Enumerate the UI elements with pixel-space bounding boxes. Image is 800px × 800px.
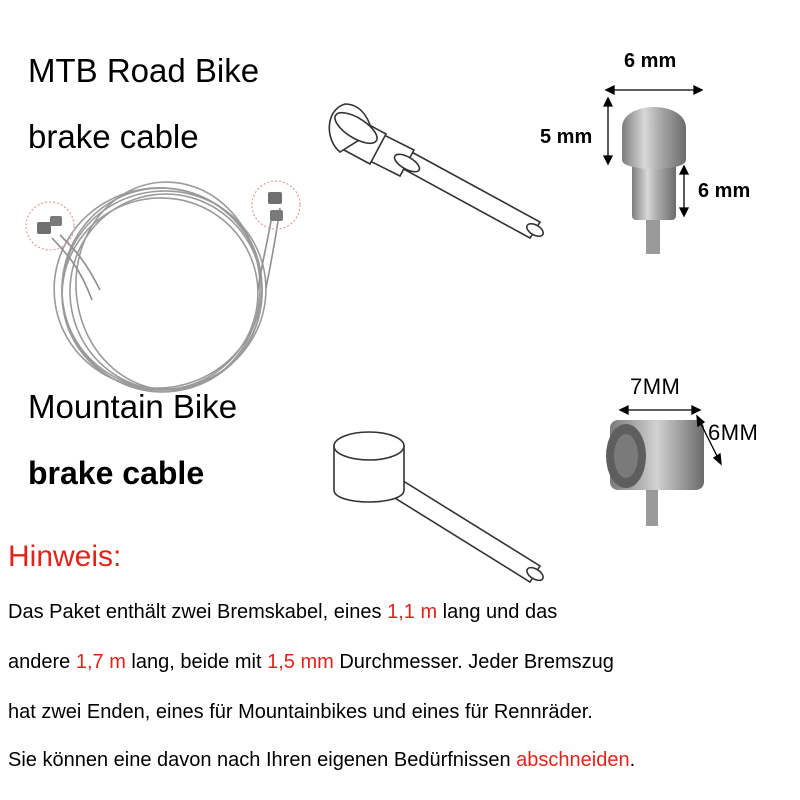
road-title-line1: MTB Road Bike <box>28 52 260 89</box>
road-title-line2: brake cable <box>28 118 199 155</box>
hint-diameter: 1,5 mm <box>267 651 334 673</box>
hint-line-2-text-b: lang, beide mit <box>125 651 268 673</box>
hint-line-1: Das Paket enthält zwei Bremskabel, eines… <box>8 602 557 622</box>
hint-line-2-text-c: Durchmesser. Jeder Bremszug <box>333 651 614 673</box>
road-dim-head-height: 5 mm <box>540 126 593 148</box>
hint-line-3: hat zwei Enden, eines für Mountainbikes … <box>8 702 593 722</box>
mountain-dim-width: 7MM <box>630 374 681 399</box>
mountain-title-line1: Mountain Bike <box>28 388 238 425</box>
hint-title: Hinweis: <box>8 540 122 573</box>
hint-line-2-text-a: andere <box>8 651 76 673</box>
hint-line-4-text-b: . <box>629 749 636 771</box>
hint-length-long: 1,7 m <box>75 651 126 673</box>
hint-line-1-text-a: Das Paket enthält zwei Bremskabel, eines <box>8 601 388 623</box>
road-dim-barrel-height: 6 mm <box>698 180 751 202</box>
hint-length-short: 1,1 m <box>387 601 438 623</box>
hint-cut-word: abschneiden <box>516 749 630 771</box>
road-dim-width: 6 mm <box>624 50 677 72</box>
hint-line-3-text-a: hat zwei Enden, eines für Mountainbikes … <box>8 701 593 723</box>
mountain-title-line2: brake cable <box>28 455 205 491</box>
mountain-dim-height: 6MM <box>708 420 759 445</box>
hint-line-1-text-b: lang und das <box>437 601 558 623</box>
hint-line-4-text-a: Sie können eine davon nach Ihren eigenen… <box>8 749 517 771</box>
hint-line-2: andere 1,7 m lang, beide mit 1,5 mm Durc… <box>8 652 614 672</box>
hint-line-4: Sie können eine davon nach Ihren eigenen… <box>8 750 635 770</box>
